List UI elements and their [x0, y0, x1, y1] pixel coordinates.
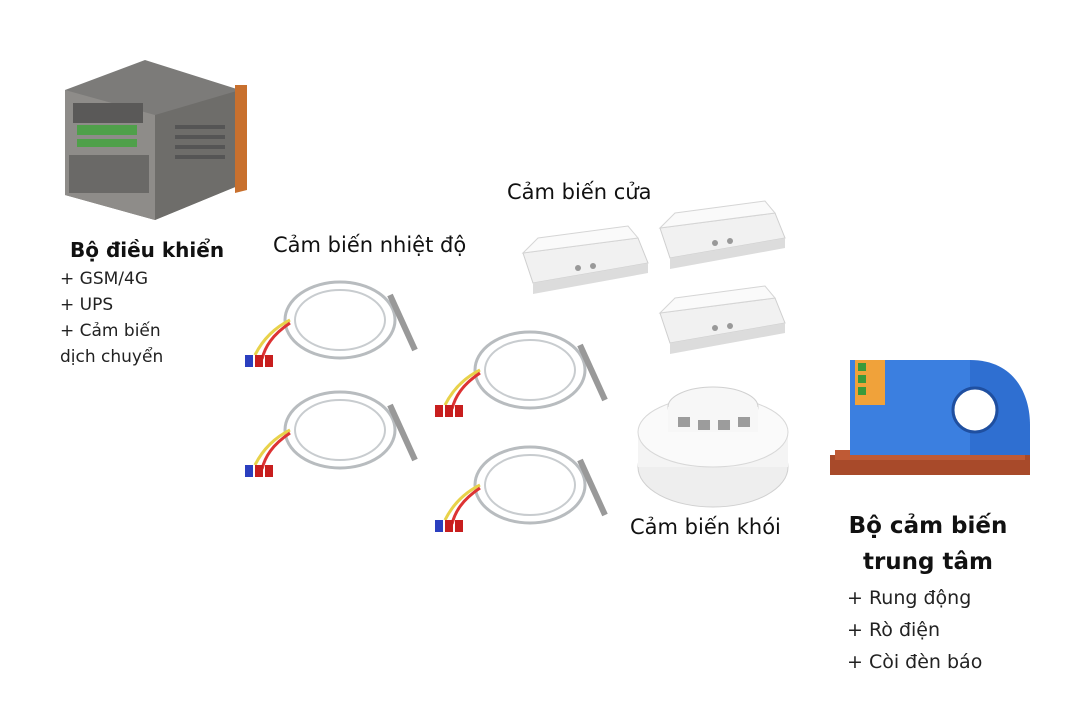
controller-feature: + GSM/4G — [60, 269, 148, 289]
controller-feature: + UPS — [60, 295, 114, 315]
central-sensor-feature: + Rung động — [847, 587, 972, 609]
central-sensor-title-line1: Bộ cảm biến — [848, 513, 1008, 539]
central-sensor-device-image — [830, 360, 1030, 475]
smoke-sensor-label: Cảm biến khói — [630, 515, 781, 539]
temperature-sensor-probe-image — [435, 445, 608, 532]
controller-title: Bộ điều khiển — [70, 238, 225, 262]
temperature-sensor-probe-image — [435, 330, 608, 417]
controller-feature: + Cảm biến — [60, 321, 161, 341]
controller-feature-list: + GSM/4G + UPS + Cảm biến dịch chuyển — [60, 266, 163, 370]
door-sensor-image — [658, 200, 786, 269]
temperature-sensor-label: Cảm biến nhiệt độ — [273, 233, 467, 257]
central-sensor-title: Bộ cảm biến trung tâm — [838, 508, 1018, 580]
controller-device-image — [65, 60, 247, 220]
door-sensor-image — [658, 285, 786, 354]
controller-feature: dịch chuyển — [60, 347, 164, 367]
central-sensor-feature: + Còi đèn báo — [847, 651, 983, 673]
central-sensor-title-line2: trung tâm — [862, 549, 994, 575]
central-sensor-feature-list: + Rung động + Rò điện + Còi đèn báo — [847, 582, 982, 678]
door-sensor-label: Cảm biến cửa — [507, 180, 652, 204]
temperature-sensor-probe-image — [245, 390, 418, 477]
temperature-sensor-probe-image — [245, 280, 418, 367]
door-sensor-image — [521, 225, 649, 294]
central-sensor-feature: + Rò điện — [847, 619, 941, 641]
smoke-detector-image — [637, 386, 789, 508]
